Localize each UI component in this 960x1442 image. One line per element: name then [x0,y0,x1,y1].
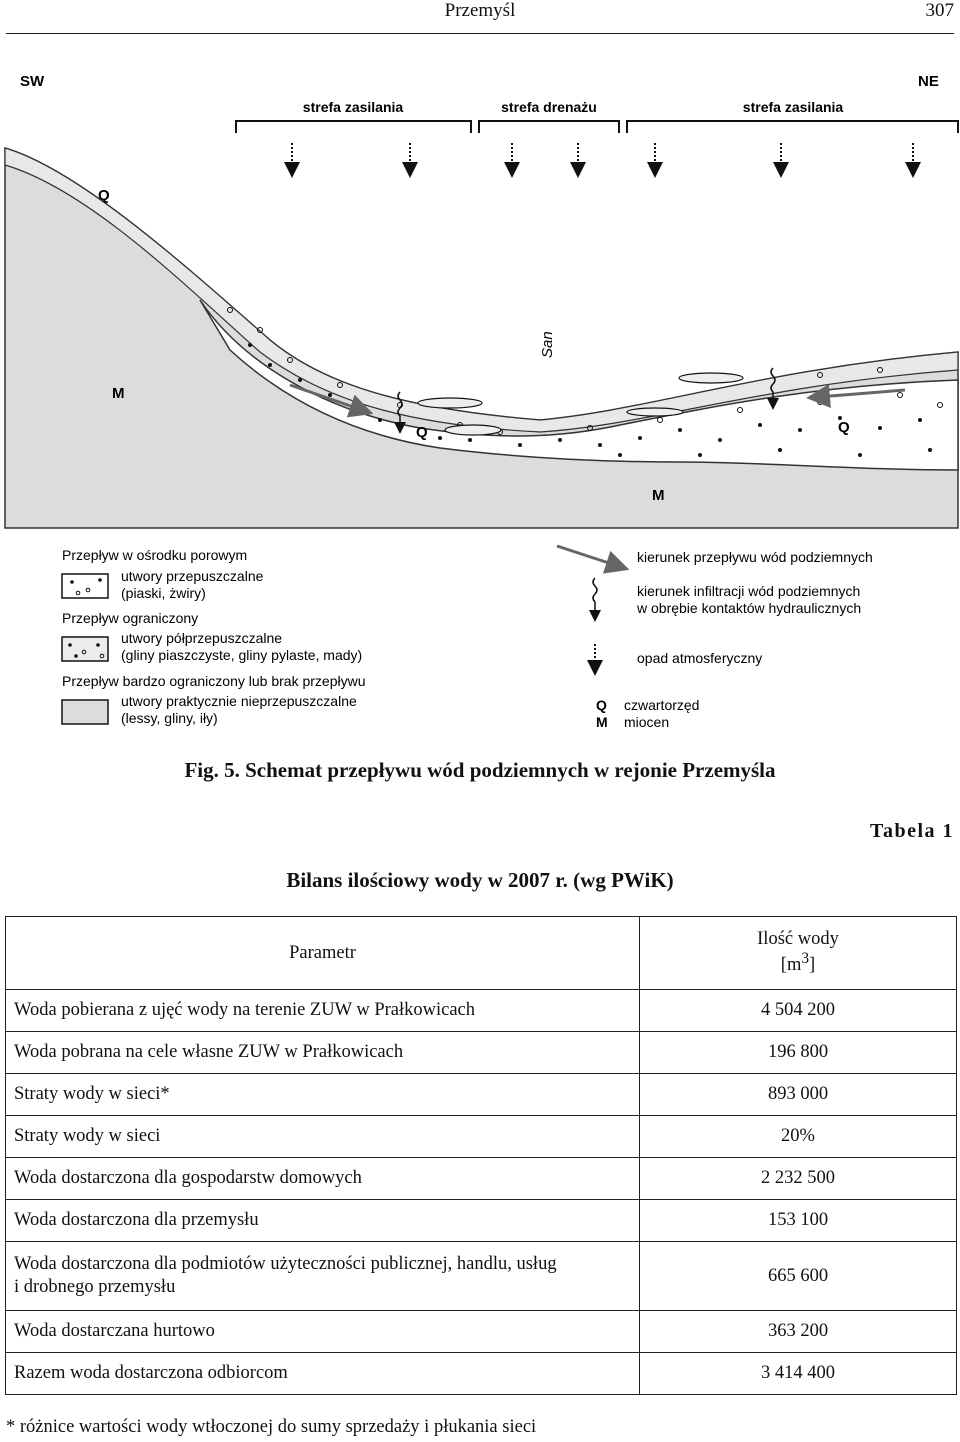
legend-infil-1: kierunek infiltracji wód podziemnych [637,583,860,599]
m-label-bottom: M [652,487,665,504]
row-value: 665 600 [639,1241,957,1311]
river-label: San [539,331,556,358]
zone-label-recharge-right: strefa zasilania [743,99,844,115]
infiltration-arrow-left [394,391,406,434]
header-rule [6,33,954,34]
table-row: Razem woda dostarczona odbiorcom 3 414 4… [5,1352,957,1395]
table-row: Woda dostarczona dla przemysłu 153 100 [5,1199,957,1242]
table-header-row: Parametr Ilość wody [m3] [5,916,957,990]
running-head: Przemyśl 307 [0,0,960,30]
legend-limited-heading: Przepływ ograniczony [62,610,198,626]
legend-porous-heading: Przepływ w ośrodku porowym [62,547,247,563]
row-param: Straty wody w sieci [5,1115,640,1158]
table-row: Woda pobrana na cele własne ZUW w Prałko… [5,1031,957,1074]
quaternary-strip [4,147,959,433]
zone-brackets [235,120,959,133]
legend-impermeable-1: utwory praktycznie nieprzepuszczalne [121,693,357,709]
legend-impermeable-2: (lessy, gliny, iły) [121,710,218,726]
row-value: 4 504 200 [639,989,957,1032]
infiltration-arrow-right [767,367,779,410]
row-param: Straty wody w sieci* [5,1073,640,1116]
legend-flow-arrow [556,544,630,574]
zone-label-recharge-left: strefa zasilania [303,99,404,115]
miocene-layer [4,146,959,529]
legend-permeable-2: (piaski, żwiry) [121,585,206,601]
legend-left: Przepływ w ośrodku porowym utwory przepu… [61,547,365,726]
legend-semi-1: utwory półprzepuszczalne [121,630,282,646]
legend-m-desc: miocen [624,714,669,730]
legend-q-desc: czwartorzęd [624,697,699,713]
row-param: Woda dostarczona dla podmiotów użyteczno… [5,1241,640,1311]
legend-impermeable-swatch [61,699,109,725]
flow-arrow-left [289,383,374,418]
aquifer-body [199,299,959,471]
row-value: 3 414 400 [639,1352,957,1395]
q-label-mid: Q [416,424,428,441]
row-param: Woda dostarczona dla gospodarstw domowyc… [5,1157,640,1200]
m-label-left: M [112,385,125,402]
table-row: Woda dostarczana hurtowo 363 200 [5,1310,957,1353]
amount-header-sup: 3 [801,950,810,968]
running-title: Przemyśl [444,0,516,21]
water-balance-table: Parametr Ilość wody [m3] Woda pobierana … [5,916,957,1395]
legend-right: kierunek przepływu wód podziemnych kieru… [556,544,873,730]
table-row: Woda pobierana z ujęć wody na terenie ZU… [5,989,957,1032]
column-header-amount: Ilość wody [m3] [639,916,957,990]
table-row: Straty wody w sieci 20% [5,1115,957,1158]
amount-header-unit: [m [780,955,802,976]
row-param: Razem woda dostarczona odbiorcom [5,1352,640,1395]
groundwater-flow-figure: SW NE strefa zasilania strefa drenażu st… [4,73,959,730]
legend-infil-2: w obrębie kontaktów hydraulicznych [636,600,861,616]
legend-permeable-swatch [61,573,109,599]
row-value: 196 800 [639,1031,957,1074]
legend-m-code: M [596,714,608,730]
precipitation-arrows [284,143,921,178]
flow-arrow-right [806,384,906,408]
sand-dots [248,343,932,457]
row-param: Woda pobierana z ujęć wody na terenie ZU… [5,989,640,1032]
figure-caption: Fig. 5. Schemat przepływu wód podziemnyc… [184,758,776,782]
table-label: Tabela 1 [869,820,954,842]
table-title: Bilans ilościowy wody w 2007 r. (wg PWiK… [286,868,674,892]
table-row: Woda dostarczona dla gospodarstw domowyc… [5,1157,957,1200]
row-param-line-1: Woda dostarczona dla podmiotów użyteczno… [14,1254,557,1274]
amount-header-label: Ilość wody [757,929,839,950]
zone-label-drainage: strefa drenażu [501,99,597,115]
table-row: Woda dostarczona dla podmiotów użyteczno… [5,1241,957,1311]
table-row: Straty wody w sieci* 893 000 [5,1073,957,1116]
row-param-line-2: i drobnego przemysłu [14,1277,176,1297]
amount-header-close: ] [809,955,816,976]
semi-permeable-lenses [417,372,744,436]
legend-semi-2: (gliny piaszczyste, gliny pylaste, mady) [121,647,362,663]
row-value: 893 000 [639,1073,957,1116]
row-value: 20% [639,1115,957,1158]
table-footnote: * różnice wartości wody wtłoczonej do su… [6,1417,537,1437]
column-header-parameter: Parametr [5,916,640,990]
row-value: 363 200 [639,1310,957,1353]
legend-precip: opad atmosferyczny [637,650,762,666]
legend-infiltration-arrow [589,577,601,622]
row-param: Woda dostarczona dla przemysłu [5,1199,640,1242]
row-param: Woda pobrana na cele własne ZUW w Prałko… [5,1031,640,1074]
legend-very-limited-heading: Przepływ bardzo ograniczony lub brak prz… [62,673,365,689]
row-value: 153 100 [639,1199,957,1242]
q-label-right: Q [838,419,850,436]
sw-label: SW [20,73,45,90]
legend-flow-dir: kierunek przepływu wód podziemnych [637,549,873,565]
ne-label: NE [918,73,939,90]
page-number: 307 [925,0,955,21]
row-value: 2 232 500 [639,1157,957,1200]
legend-q-code: Q [596,697,607,713]
legend-permeable-1: utwory przepuszczalne [121,568,264,584]
q-label-top: Q [98,187,110,204]
row-param: Woda dostarczana hurtowo [5,1310,640,1353]
